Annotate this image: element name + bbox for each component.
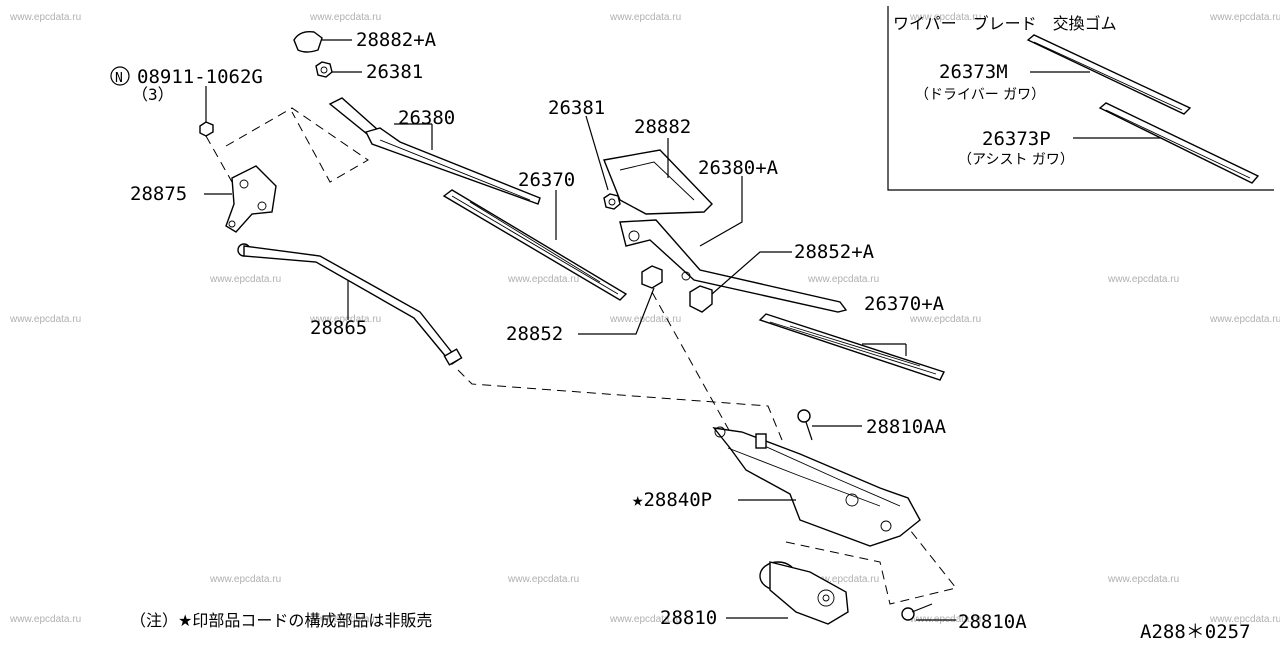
link-bracket-28875 [204,165,277,233]
motor-28810 [726,561,849,625]
cap-28882 [603,138,713,215]
watermark: www.epcdata.ru [1107,274,1179,285]
pivot-28852a [689,251,792,313]
watermark: www.epcdata.ru [507,274,579,285]
part-label-28852a: 28852+A [794,241,875,263]
diagram-code: A288＊0257 [1140,621,1251,640]
part-label-28882a: 28882+A [356,29,437,51]
dashed-outline [225,107,369,183]
part-label-26370a: 26370+A [864,293,945,315]
part-label-28840p: ★28840P [632,489,712,511]
inset-blade-refill: ワイパー ブレード 交換ゴム 26373M （ドライバー ガワ） 26373P … [887,6,1274,191]
watermark: www.epcdata.ru [309,12,381,23]
arm-26380a [619,176,848,313]
blade-26370 [442,189,628,301]
part-label-26380: 26380 [398,107,455,129]
watermark: www.epcdata.ru [309,314,381,325]
watermark: www.epcdata.ru [1107,574,1179,585]
watermark: www.epcdata.ru [807,574,879,585]
cap-28882a [293,30,352,53]
footer-note: （注）★印部品コードの構成部品は非販売 [130,611,432,630]
part-label-26373m: 26373M [939,61,1008,83]
watermark: www.epcdata.ru [1209,614,1280,625]
refill-strip-assist [1098,102,1260,184]
part-label-28875: 28875 [130,183,187,205]
part-label-26381-top: 26381 [366,61,423,83]
watermark: www.epcdata.ru [9,614,81,625]
watermark: www.epcdata.ru [1209,12,1280,23]
link-rod-28865 [237,243,463,366]
part-label-28882: 28882 [634,116,691,138]
dashed-guide-motor [785,529,957,605]
part-desc-26373p: （アシスト ガワ） [958,152,1074,168]
part-label-26380a: 26380+A [698,157,779,179]
watermark: www.epcdata.ru [807,274,879,285]
watermark: www.epcdata.ru [609,12,681,23]
inset-title: ワイパー ブレード 交換ゴム [893,14,1117,33]
watermark: www.epcdata.ru [609,314,681,325]
watermark: www.epcdata.ru [209,574,281,585]
watermark: www.epcdata.ru [1209,314,1280,325]
watermark: www.epcdata.ru [209,274,281,285]
arm-26380 [328,97,541,205]
nut-26381-assist [585,115,621,210]
watermark: www.epcdata.ru [909,12,981,23]
nut-08911 [110,66,233,183]
watermark: www.epcdata.ru [507,574,579,585]
part-qty-08911: （3） [132,85,174,104]
part-label-28810aa: 28810AA [866,416,947,438]
part-label-26381-assist: 26381 [548,97,605,119]
watermark: www.epcdata.ru [309,614,381,625]
bolt-28810a [901,603,956,621]
nut-26381-top [315,61,362,78]
inset-border [887,6,1274,191]
part-desc-26373m: （ドライバー ガワ） [915,87,1045,103]
watermark: www.epcdata.ru [909,314,981,325]
part-label-28810: 28810 [660,607,717,629]
dashed-guide [457,369,783,441]
blade-26370a [758,313,945,381]
part-label-28810a: 28810A [958,611,1027,633]
watermark: www.epcdata.ru [9,314,81,325]
bolt-28810aa [797,409,862,441]
watermark: www.epcdata.ru [609,614,681,625]
watermark: www.epcdata.ru [9,12,81,23]
part-label-26373p: 26373P [982,128,1051,150]
watermark-layer: www.epcdata.ru www.epcdata.ru www.epcdat… [9,12,1280,625]
pivot-28852 [578,265,731,433]
n-symbol: N [115,71,123,86]
part-label-28852: 28852 [506,323,563,345]
part-label-28865: 28865 [310,317,367,339]
linkage-28840p [712,426,921,547]
part-label-26370: 26370 [518,169,575,191]
part-label-08911: 08911-1062G [137,66,263,88]
refill-strip-driver [1026,34,1192,115]
